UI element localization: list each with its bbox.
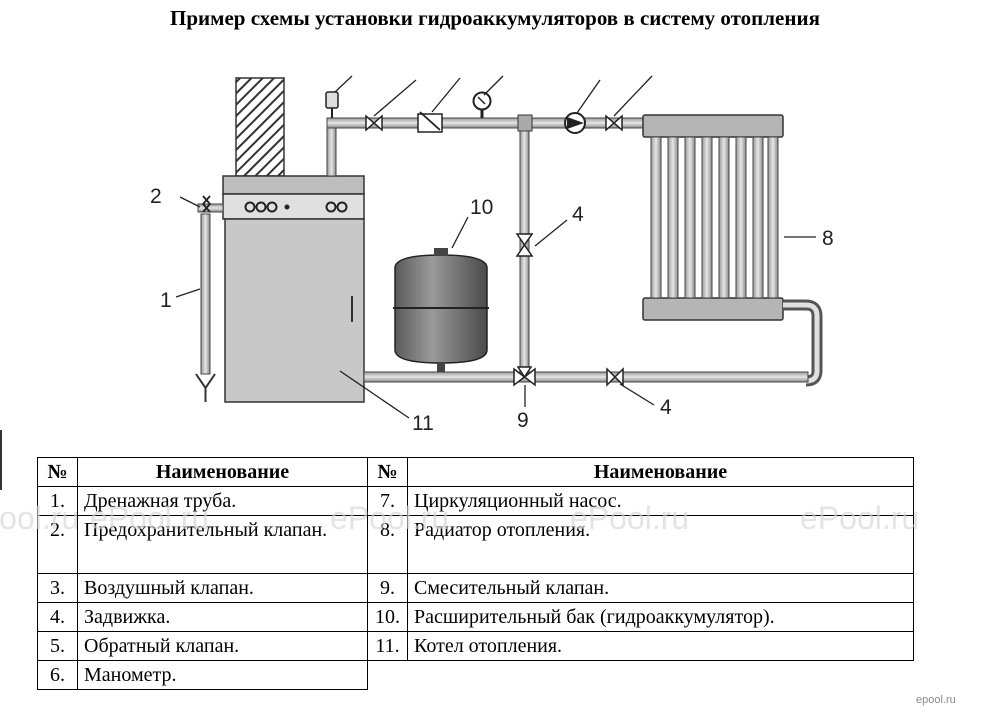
- callout-10: 10: [470, 196, 493, 219]
- gate-valve-radiator: [605, 114, 623, 132]
- legend-name: Расширительный бак (гидроаккумулятор).: [407, 602, 914, 632]
- legend-name: Задвижка.: [77, 602, 368, 632]
- boiler: [222, 175, 365, 403]
- legend-num: 9.: [367, 573, 408, 603]
- legend-header-name: Наименование: [77, 457, 368, 487]
- page-edge-mark: [0, 430, 2, 490]
- table-row: 6. Манометр.: [37, 660, 914, 690]
- mixing-valve: [513, 366, 536, 387]
- legend-num: 5.: [37, 631, 78, 661]
- table-row: 1. Дренажная труба. 7. Циркуляционный на…: [37, 486, 914, 516]
- table-row: 4. Задвижка. 10. Расширительный бак (гид…: [37, 602, 914, 632]
- legend-name: Циркуляционный насос.: [407, 486, 914, 516]
- gate-valve-return: [606, 367, 624, 387]
- legend-name: Предохранительный клапан.: [77, 515, 368, 574]
- table-row: 2. Предохранительный клапан. 8. Радиатор…: [37, 515, 914, 574]
- legend-name: Радиатор отопления.: [407, 515, 914, 574]
- radiator: [642, 114, 784, 321]
- legend-name: Воздушный клапан.: [77, 573, 368, 603]
- legend-header-name-2: Наименование: [407, 457, 914, 487]
- callout-1: 1: [160, 289, 172, 312]
- page-title: Пример схемы установки гидроаккумуляторо…: [170, 6, 820, 30]
- chimney: [235, 77, 285, 177]
- legend-num: 7.: [367, 486, 408, 516]
- legend-table: № Наименование № Наименование 1. Дренажн…: [37, 457, 914, 690]
- legend-num: 4.: [37, 602, 78, 632]
- callout-4-return: 4: [660, 396, 672, 419]
- brand-mark: epool.ru: [916, 694, 956, 706]
- circulation-pump: [564, 112, 586, 134]
- legend-name: Дренажная труба.: [77, 486, 368, 516]
- legend-name: Смесительный клапан.: [407, 573, 914, 603]
- legend-num: 8.: [367, 515, 408, 574]
- gate-valve-bypass: [515, 233, 534, 257]
- manometer: [472, 91, 492, 118]
- table-row: 5. Обратный клапан. 11. Котел отопления.: [37, 631, 914, 661]
- check-valve: [417, 111, 443, 133]
- callout-4-bypass: 4: [572, 203, 584, 226]
- legend-num: 11.: [367, 631, 408, 661]
- gate-valve-supply: [365, 114, 383, 132]
- legend-num: 2.: [37, 515, 78, 574]
- safety-valve: [197, 195, 224, 213]
- legend-name: Котел отопления.: [407, 631, 914, 661]
- legend-name: Обратный клапан.: [77, 631, 368, 661]
- legend-header-num: №: [37, 457, 78, 487]
- legend-empty-cell: [408, 661, 914, 690]
- legend-num: 3.: [37, 573, 78, 603]
- air-valve: [325, 91, 339, 118]
- heating-scheme-diagram: 1 2 4 4 8 9 10 11: [150, 75, 834, 435]
- legend-header-row: № Наименование № Наименование: [37, 457, 914, 487]
- callout-11: 11: [412, 412, 434, 435]
- legend-num: 1.: [37, 486, 78, 516]
- expansion-tank: [393, 248, 489, 372]
- legend-num: 10.: [367, 602, 408, 632]
- legend-name: Манометр.: [77, 660, 368, 690]
- callout-9: 9: [517, 409, 529, 432]
- table-row: 3. Воздушный клапан. 9. Смесительный кла…: [37, 573, 914, 603]
- legend-header-num-2: №: [367, 457, 408, 487]
- callout-2: 2: [150, 185, 162, 208]
- legend-num: 6.: [37, 660, 78, 690]
- callout-8: 8: [822, 227, 834, 250]
- legend-empty-cell: [368, 661, 408, 690]
- drain-pipe: [195, 213, 216, 402]
